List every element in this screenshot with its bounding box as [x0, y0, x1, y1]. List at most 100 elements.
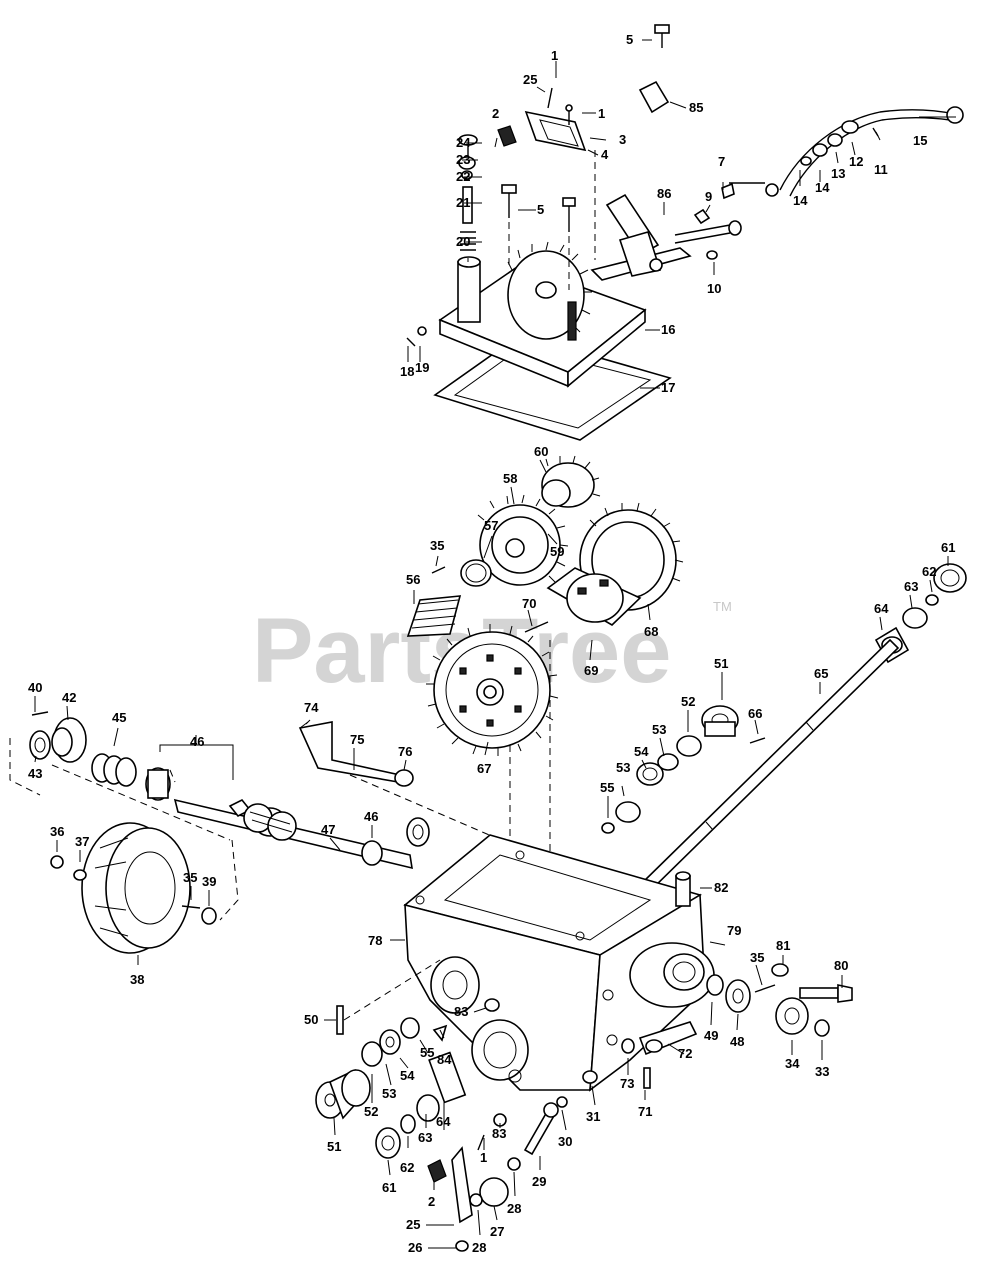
callout-53: 53 [382, 1086, 396, 1101]
callout-35: 35 [430, 538, 444, 553]
callout-60: 60 [534, 444, 548, 459]
callout-57: 57 [484, 518, 498, 533]
callout-62: 62 [400, 1160, 414, 1175]
callout-55: 55 [600, 780, 614, 795]
callout-21: 21 [456, 195, 470, 210]
callout-2: 2 [492, 106, 499, 121]
callout-36: 36 [50, 824, 64, 839]
callout-28: 28 [507, 1201, 521, 1216]
callout-86: 86 [657, 186, 671, 201]
detent-plate [524, 110, 587, 152]
callout-48: 48 [730, 1034, 744, 1049]
callout-52: 52 [364, 1104, 378, 1119]
callout-40: 40 [28, 680, 42, 695]
callout-54: 54 [634, 744, 649, 759]
callout-7: 7 [718, 154, 725, 169]
callout-50: 50 [304, 1012, 318, 1027]
callout-45: 45 [112, 710, 126, 725]
callout-1: 1 [598, 106, 605, 121]
lower-axle-parts [315, 959, 598, 1252]
callout-69: 69 [584, 663, 598, 678]
gear-cluster [406, 455, 684, 930]
callout-34: 34 [785, 1056, 800, 1071]
callout-9: 9 [705, 189, 712, 204]
callout-46: 46 [190, 734, 204, 749]
callout-2: 2 [428, 1194, 435, 1209]
callout-74: 74 [304, 700, 319, 715]
callout-38: 38 [130, 972, 144, 987]
callout-14: 14 [793, 193, 808, 208]
callout-1: 1 [480, 1150, 487, 1165]
callout-3: 3 [619, 132, 626, 147]
callout-56: 56 [406, 572, 420, 587]
callout-28: 28 [472, 1240, 486, 1255]
callout-15: 15 [913, 133, 927, 148]
callout-73: 73 [620, 1076, 634, 1091]
callout-26: 26 [408, 1240, 422, 1255]
callout-66: 66 [748, 706, 762, 721]
callout-5: 5 [626, 32, 633, 47]
callout-17: 17 [661, 380, 675, 395]
callout-82: 82 [714, 880, 728, 895]
callout-76: 76 [398, 744, 412, 759]
callout-35: 35 [750, 950, 764, 965]
callout-58: 58 [503, 471, 517, 486]
callout-23: 23 [456, 152, 470, 167]
callout-18: 18 [400, 364, 414, 379]
callout-42: 42 [62, 690, 76, 705]
callout-83: 83 [454, 1004, 468, 1019]
callout-37: 37 [75, 834, 89, 849]
callout-22: 22 [456, 169, 470, 184]
callout-14: 14 [815, 180, 830, 195]
callout-64: 64 [436, 1114, 451, 1129]
callout-46: 46 [364, 809, 378, 824]
callout-1: 1 [551, 48, 558, 63]
callout-75: 75 [350, 732, 364, 747]
callout-81: 81 [776, 938, 790, 953]
callout-54: 54 [400, 1068, 415, 1083]
callout-52: 52 [681, 694, 695, 709]
callout-85: 85 [689, 100, 703, 115]
callout-67: 67 [477, 761, 491, 776]
callout-4: 4 [601, 147, 609, 162]
callout-labels: 5 1 25 1 85 2 24 3 4 23 22 21 5 20 7 86 … [28, 32, 955, 1255]
callout-25: 25 [523, 72, 537, 87]
callout-68: 68 [644, 624, 658, 639]
callout-64: 64 [874, 601, 889, 616]
callout-83: 83 [492, 1126, 506, 1141]
callout-33: 33 [815, 1064, 829, 1079]
callout-5: 5 [537, 202, 544, 217]
callout-53: 53 [652, 722, 666, 737]
callout-72: 72 [678, 1046, 692, 1061]
shift-rod [779, 109, 956, 191]
callout-51: 51 [327, 1139, 341, 1154]
callout-71: 71 [638, 1104, 652, 1119]
callout-62: 62 [922, 564, 936, 579]
callout-30: 30 [558, 1134, 572, 1149]
callout-27: 27 [490, 1224, 504, 1239]
callout-84: 84 [437, 1052, 452, 1067]
pulley-assembly [50, 822, 217, 954]
top-cover-assembly [406, 24, 964, 441]
callout-16: 16 [661, 322, 675, 337]
callout-63: 63 [418, 1130, 432, 1145]
callout-51: 51 [714, 656, 728, 671]
callout-61: 61 [382, 1180, 396, 1195]
callout-24: 24 [456, 135, 471, 150]
callout-31: 31 [586, 1109, 600, 1124]
callout-70: 70 [522, 596, 536, 611]
callout-47: 47 [321, 822, 335, 837]
axle-shaft [638, 638, 900, 895]
callout-63: 63 [904, 579, 918, 594]
callout-39: 39 [202, 874, 216, 889]
watermark-trademark: TM [713, 599, 732, 614]
callout-29: 29 [532, 1174, 546, 1189]
callout-10: 10 [707, 281, 721, 296]
callout-78: 78 [368, 933, 382, 948]
callout-80: 80 [834, 958, 848, 973]
callout-55: 55 [420, 1045, 434, 1060]
callout-11: 11 [874, 162, 888, 177]
shift-knob [946, 106, 964, 124]
callout-49: 49 [704, 1028, 718, 1043]
